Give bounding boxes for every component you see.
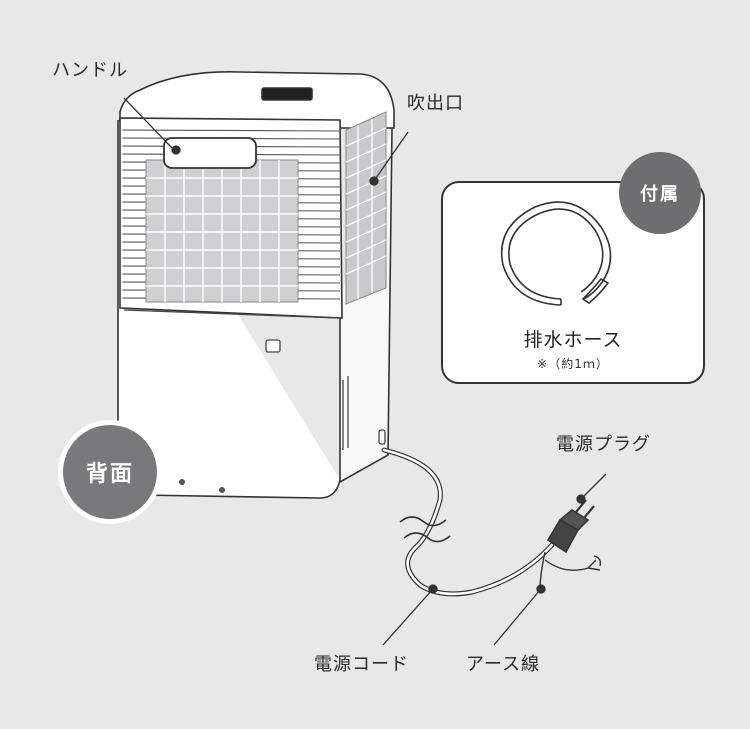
drain-hose-length-note: ※（約1ｍ） (537, 357, 609, 371)
power-plug-label: 電源プラグ (556, 434, 651, 455)
earth-wire-label: アース線 (466, 654, 541, 675)
power-cord-label: 電源コード (314, 654, 409, 675)
accessory-badge: 付属 (619, 152, 701, 234)
outlet-label: 吹出口 (407, 93, 464, 114)
cord-break-marks (399, 516, 451, 543)
drain-hose-label: 排水ホース (523, 329, 623, 351)
water-tank (123, 309, 386, 450)
leader-lines (123, 97, 607, 646)
wheels (179, 479, 225, 493)
handle-label: ハンドル (52, 60, 128, 81)
rear-filter (145, 159, 299, 303)
power-plug (546, 499, 595, 554)
handle (163, 137, 257, 169)
drain-hose-icon (501, 201, 612, 306)
back-view-badge: 背面 (58, 420, 162, 524)
earth-wire (539, 551, 602, 591)
side-outlet-grille (345, 111, 387, 305)
